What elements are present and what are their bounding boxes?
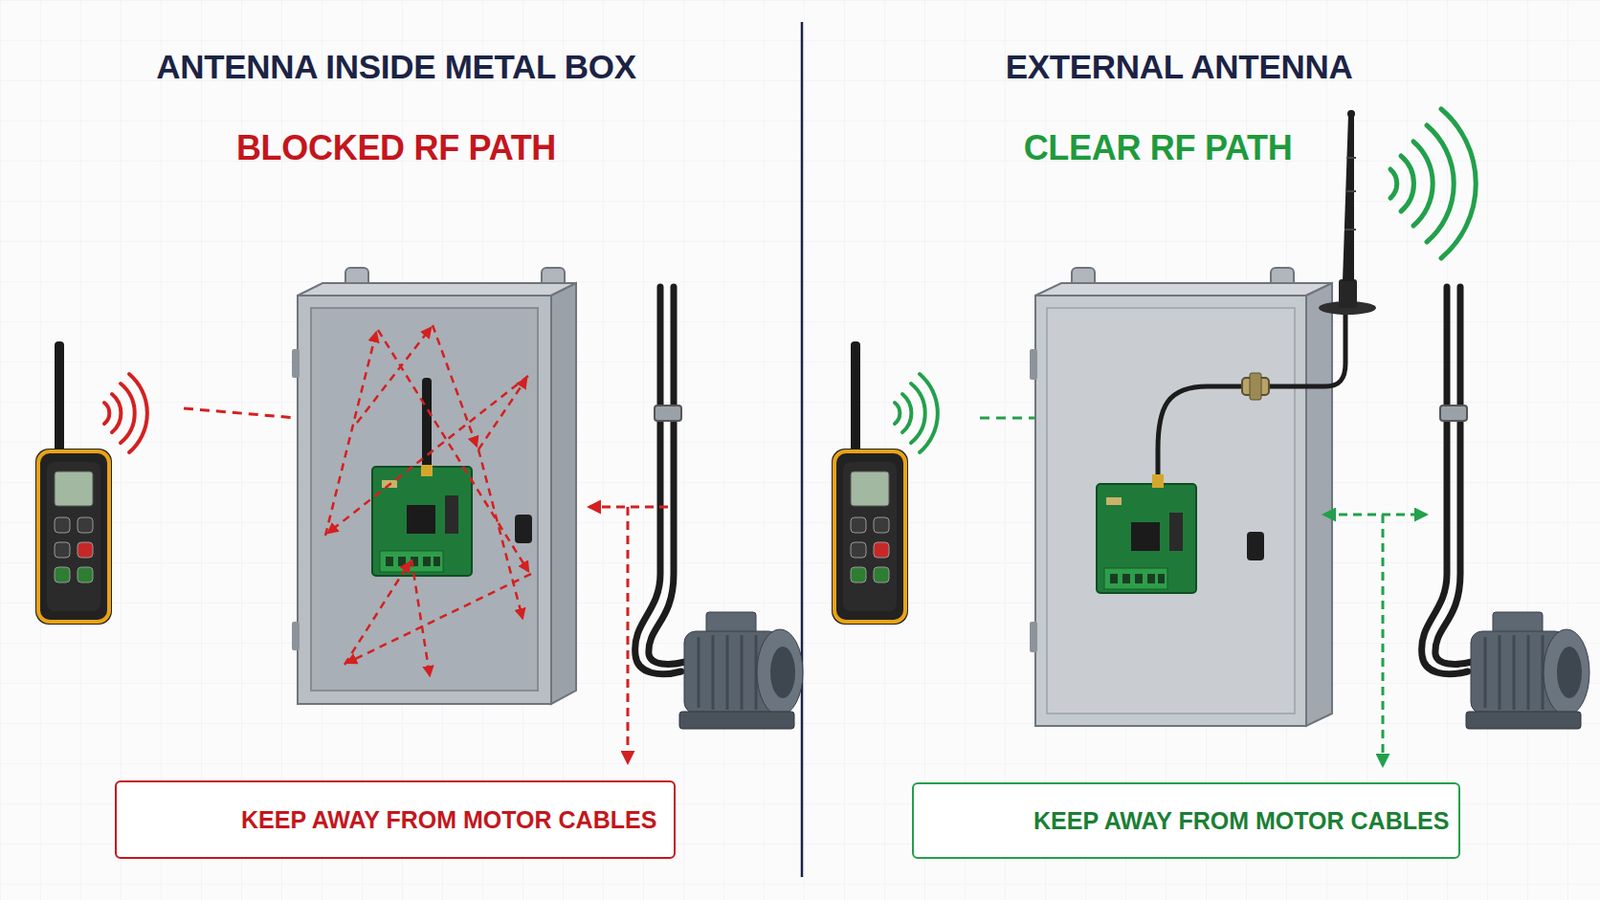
distance-arrow bbox=[1381, 514, 1385, 766]
callout-text: KEEP AWAY FROM MOTOR CABLES bbox=[1033, 807, 1449, 836]
reflection bbox=[411, 559, 430, 676]
panel-title: ANTENNA INSIDE METAL BOX bbox=[155, 47, 637, 87]
callout-text: KEEP AWAY FROM MOTOR CABLES bbox=[241, 806, 657, 835]
hinge bbox=[1029, 622, 1038, 653]
hinge bbox=[1029, 349, 1038, 380]
external-antenna bbox=[1342, 114, 1355, 282]
sma-connector bbox=[1152, 474, 1164, 489]
rf-wave bbox=[911, 383, 926, 444]
rf-wave bbox=[1390, 169, 1398, 199]
motor-cable bbox=[1422, 287, 1472, 675]
rf-wave bbox=[1400, 155, 1414, 212]
receiver-pcb bbox=[1096, 484, 1197, 594]
rf-waves bbox=[894, 374, 938, 453]
rf-wave bbox=[1426, 125, 1454, 243]
distance-arrow bbox=[1324, 513, 1426, 517]
handheld-remote bbox=[35, 341, 112, 625]
rf-wave bbox=[104, 402, 110, 424]
reflection bbox=[478, 378, 527, 450]
box-door bbox=[1046, 308, 1295, 714]
rf-wave bbox=[111, 394, 121, 433]
rf-wave bbox=[129, 374, 148, 453]
reflection bbox=[478, 449, 523, 619]
electric-motor bbox=[1466, 612, 1590, 730]
rf-wave bbox=[902, 394, 912, 433]
panel-title: EXTERNAL ANTENNA bbox=[1005, 47, 1354, 87]
box-top bbox=[297, 283, 577, 296]
reflection bbox=[432, 325, 477, 446]
rf-wave bbox=[120, 383, 135, 444]
reflection bbox=[356, 328, 431, 423]
reflection bbox=[325, 333, 377, 536]
coax-cable bbox=[1266, 311, 1346, 387]
door-latch bbox=[1246, 532, 1265, 561]
reflected-signals bbox=[325, 325, 532, 676]
antenna-base bbox=[1338, 279, 1357, 309]
antenna-tip bbox=[1347, 110, 1356, 118]
rf-wave bbox=[1413, 141, 1433, 226]
box-interior bbox=[311, 308, 538, 691]
cable bbox=[1435, 287, 1472, 665]
callout-box: KEEP AWAY FROM MOTOR CABLES bbox=[114, 780, 676, 860]
distance-arrows bbox=[589, 507, 668, 763]
reflection bbox=[377, 330, 529, 572]
rf-wave bbox=[919, 374, 938, 453]
hinge bbox=[291, 349, 300, 378]
electric-motor bbox=[679, 612, 803, 730]
box-side bbox=[1306, 283, 1333, 727]
cable bbox=[648, 287, 686, 665]
distance-arrows bbox=[1324, 514, 1426, 766]
box-side bbox=[551, 283, 577, 705]
door-latch bbox=[514, 514, 533, 544]
panel-divider bbox=[800, 22, 804, 878]
metal-box bbox=[297, 295, 552, 705]
cable-clamp bbox=[654, 405, 682, 422]
reflection bbox=[344, 562, 410, 666]
rf-wave bbox=[1441, 109, 1476, 259]
coax-cable bbox=[1157, 386, 1245, 482]
box-top bbox=[1035, 283, 1333, 296]
sma-connector bbox=[421, 465, 433, 477]
metal-box bbox=[1035, 295, 1307, 727]
handheld-remote bbox=[831, 341, 909, 625]
callout-box: KEEP AWAY FROM MOTOR CABLES bbox=[911, 782, 1461, 860]
motor-cable bbox=[635, 287, 686, 675]
receiver-pcb bbox=[372, 466, 472, 577]
rf-wave bbox=[894, 402, 900, 424]
rf-waves bbox=[104, 374, 148, 453]
cable-clamp bbox=[1440, 405, 1467, 422]
bulkhead-nut bbox=[1249, 373, 1262, 400]
antenna-ridges bbox=[1344, 157, 1356, 230]
distance-arrow bbox=[626, 507, 630, 763]
rf-waves bbox=[1390, 109, 1476, 259]
status-heading: CLEAR RF PATH bbox=[1023, 128, 1293, 169]
hinge bbox=[291, 622, 300, 651]
status-heading: BLOCKED RF PATH bbox=[236, 128, 556, 169]
internal-antenna bbox=[422, 377, 432, 474]
